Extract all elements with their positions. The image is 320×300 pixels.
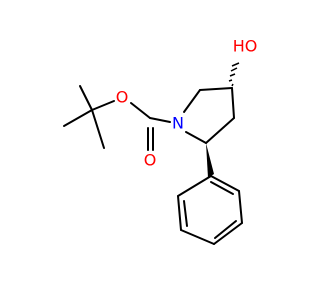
ring-nitrogen-label: N: [172, 114, 184, 133]
ester-oxygen-label: O: [116, 88, 129, 107]
bond-phenyl-4: [213, 222, 243, 245]
tert-butyl-group: [63, 85, 115, 149]
bond-quaternary-to-ester-oxygen: [91, 100, 115, 111]
bond-c3-to-c2: [205, 117, 235, 144]
bond-phenyl-6: [210, 175, 240, 192]
structure-canvas: HO N O O: [0, 0, 300, 300]
bond-carbonyl-to-nitrogen: [149, 117, 171, 123]
bond-n-to-c5: [183, 89, 201, 113]
phenyl-ring: [177, 175, 243, 245]
hashed-wedge-to-hydroxyl: [228, 62, 240, 87]
molecule-structure: HO N O O: [0, 0, 300, 300]
bond-phenyl-inner-b: [214, 220, 237, 239]
pyrrolidine-ring: [183, 87, 235, 144]
bond-phenyl-inner-a: [183, 200, 188, 227]
bond-phenyl-5: [238, 190, 243, 224]
bond-phenyl-inner-c: [210, 181, 234, 195]
background: [0, 0, 300, 300]
bond-ester-oxygen-to-carbonyl: [130, 102, 151, 119]
bond-c4-to-c3: [231, 87, 235, 119]
hydroxyl-label: HO: [233, 37, 258, 56]
bond-phenyl-3: [180, 229, 215, 245]
bond-methyl-top: [79, 85, 93, 111]
solid-wedge-to-phenyl: [206, 143, 214, 178]
bond-phenyl-2: [177, 195, 182, 231]
carbamate-group: [130, 102, 171, 151]
bond-c5-to-c4: [199, 87, 233, 91]
carbonyl-oxygen-label: O: [144, 151, 157, 170]
bond-phenyl-1: [177, 175, 212, 197]
bond-methyl-bottom: [91, 109, 105, 149]
bond-c2-to-n: [185, 131, 207, 144]
bond-methyl-left: [63, 109, 93, 127]
